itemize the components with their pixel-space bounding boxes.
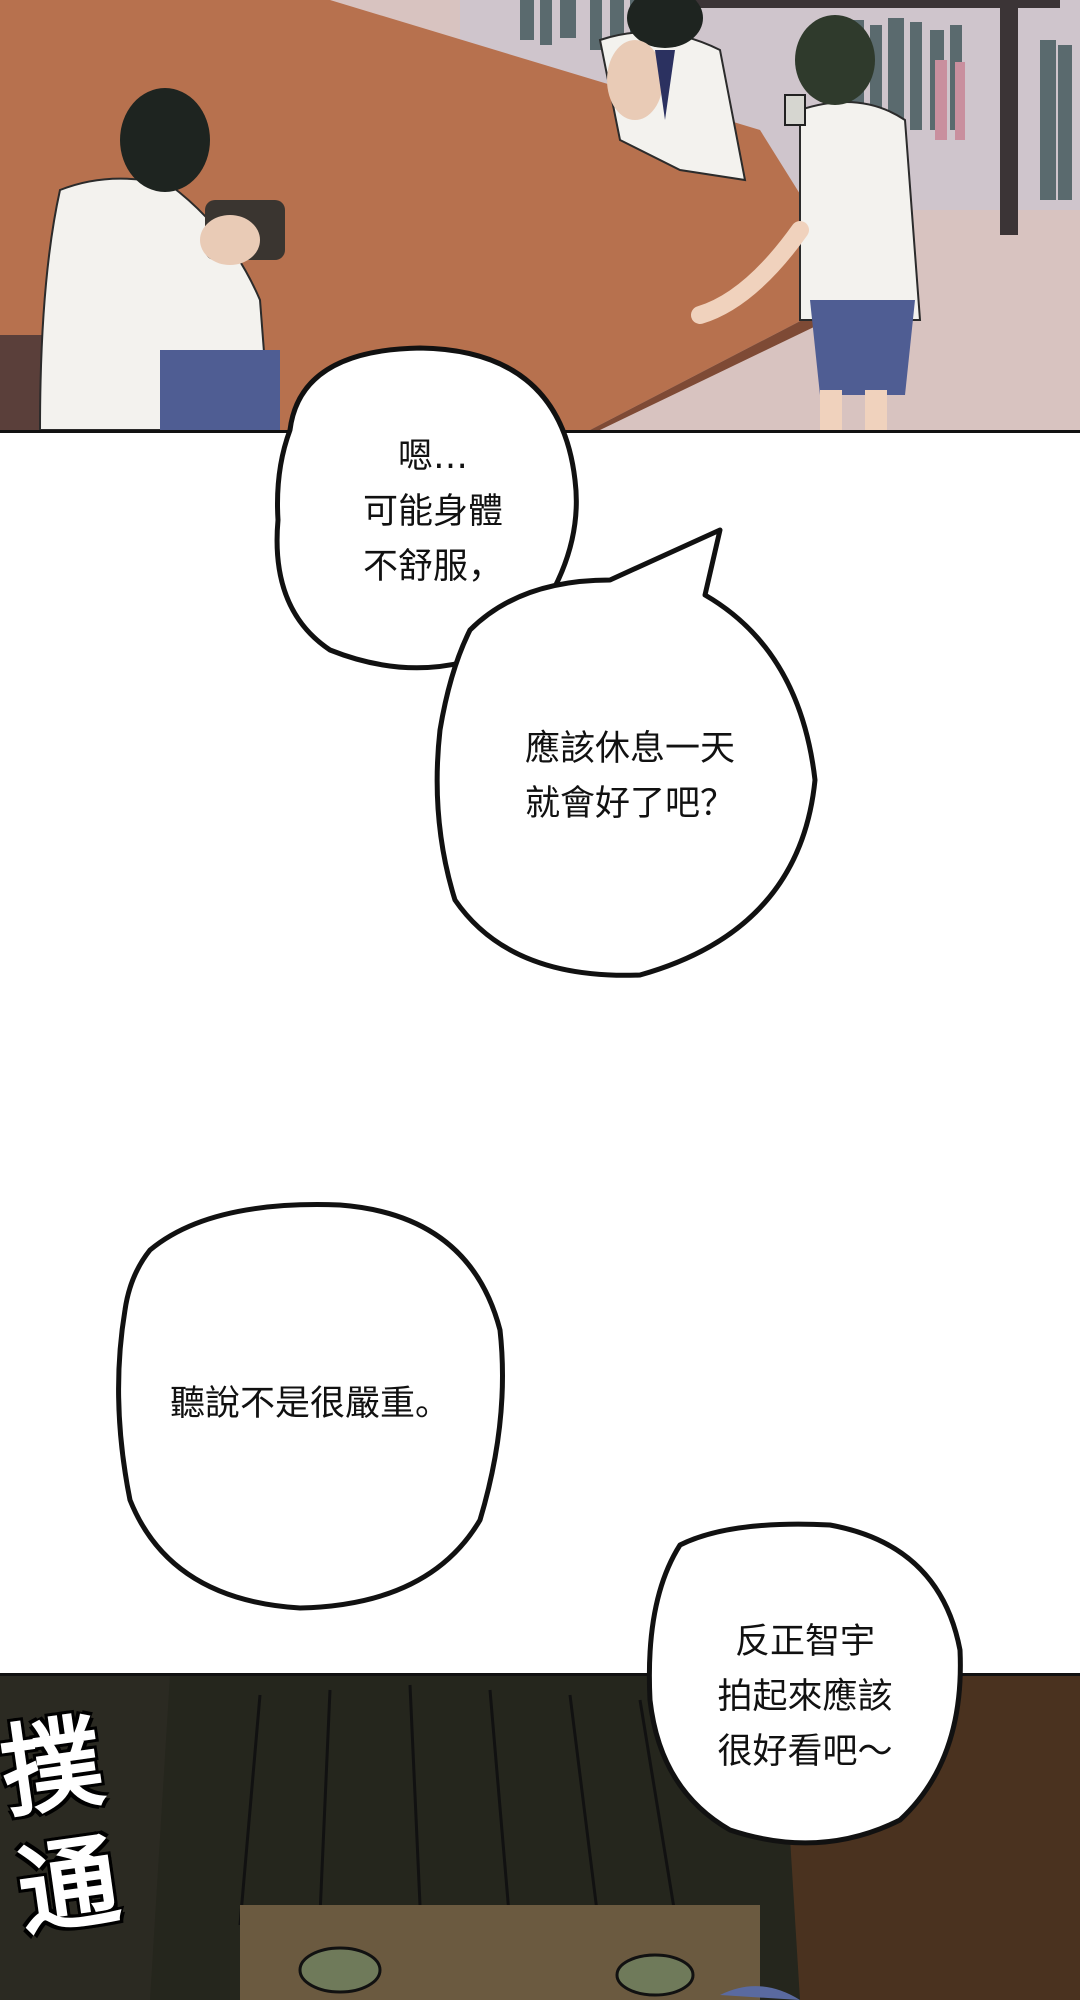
speech-line: 應該休息一天 bbox=[524, 729, 735, 769]
speech-text-2: 應該休息一天 就會好了吧？ bbox=[500, 722, 760, 832]
speech-text-3: 聽說不是很嚴重。 bbox=[150, 1377, 470, 1432]
speech-line: 可能身體 bbox=[362, 492, 503, 532]
speech-line: 反正智宇 bbox=[734, 1622, 875, 1662]
speech-text-4: 反正智宇 拍起來應該 很好看吧～ bbox=[690, 1615, 920, 1780]
speech-line: 嗯… bbox=[397, 437, 468, 477]
speech-bubble-3 bbox=[116, 1202, 505, 1611]
boy-with-camera bbox=[38, 88, 285, 430]
speech-text-1: 嗯… 可能身體 不舒服， bbox=[333, 430, 533, 595]
speech-line: 很好看吧～ bbox=[717, 1732, 893, 1772]
sound-effect-heartbeat: 撲通 bbox=[0, 1702, 210, 1965]
comic-panel-closeup bbox=[0, 1675, 1080, 2000]
speech-line: 拍起來應該 bbox=[717, 1677, 893, 1717]
sfx-text: 撲通 bbox=[0, 1701, 127, 1952]
speech-line: 聽說不是很嚴重。 bbox=[169, 1384, 450, 1424]
library-scene-illustration bbox=[0, 0, 1080, 430]
eye-right bbox=[615, 1953, 695, 1997]
speech-bubble-2 bbox=[434, 527, 818, 978]
eye-left bbox=[298, 1946, 382, 1994]
speech-line: 不舒服， bbox=[362, 547, 503, 587]
girl-with-camera bbox=[691, 15, 922, 430]
closeup-illustration bbox=[0, 1675, 1080, 2000]
speech-bubble-4 bbox=[646, 1521, 963, 1846]
boy-leaning-on-table bbox=[598, 0, 747, 182]
panel-border bbox=[0, 1673, 1080, 1676]
speech-line: 就會好了吧？ bbox=[524, 784, 735, 824]
comic-panel-library bbox=[0, 0, 1080, 430]
